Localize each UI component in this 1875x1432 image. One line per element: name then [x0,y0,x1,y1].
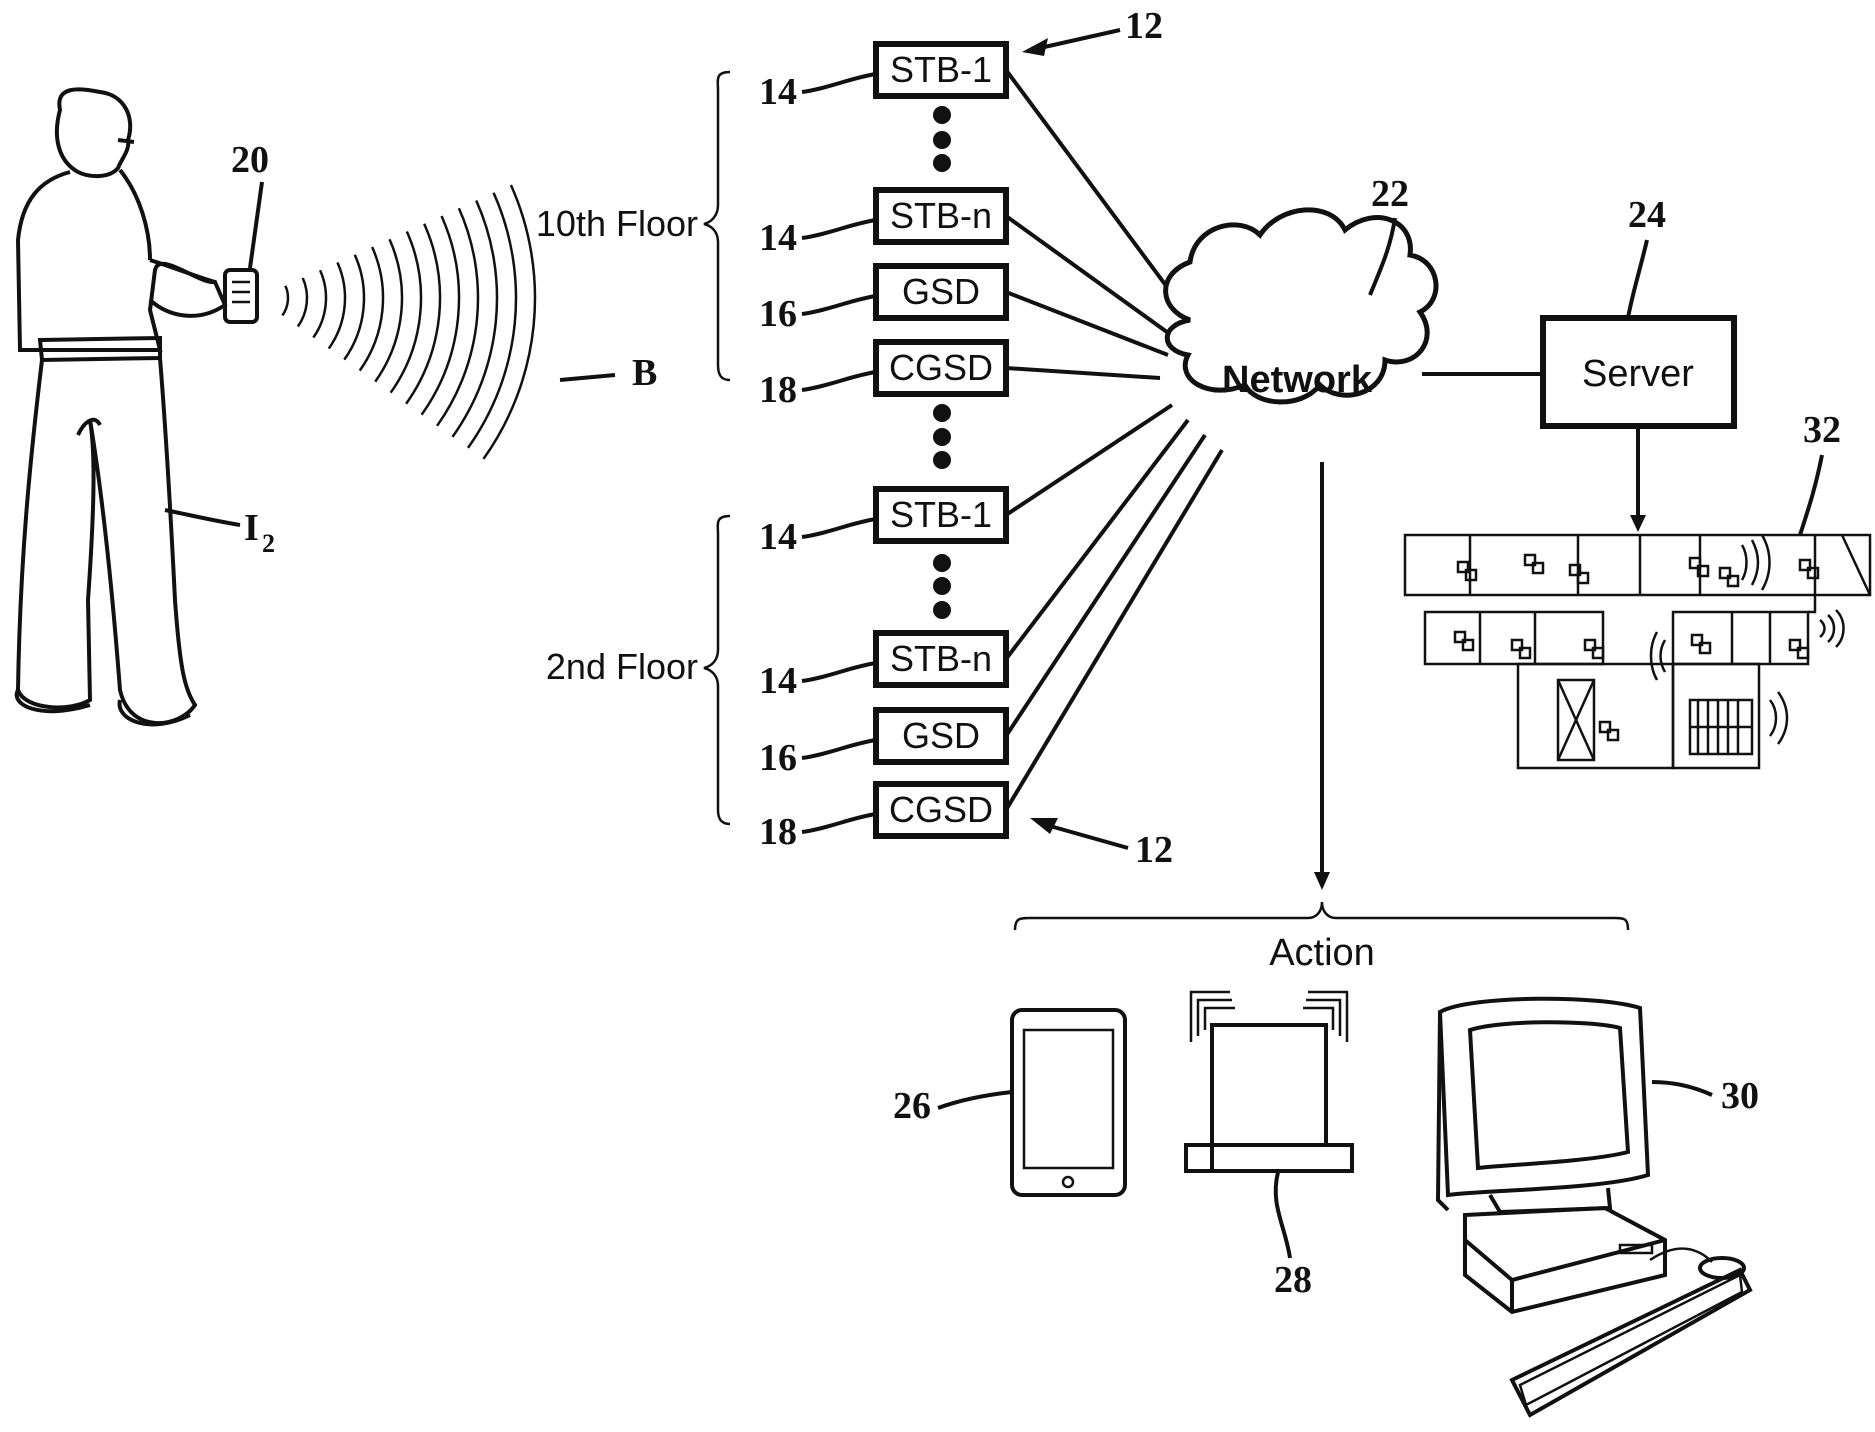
beam-arc [313,270,326,337]
ellipsis-dot [933,131,951,149]
ref-handheld: 20 [231,139,269,181]
tablet-leader-line [938,1092,1012,1108]
device-ref: 14 [759,516,797,558]
ellipsis-dot [933,154,951,172]
device-network-link [1006,292,1168,355]
device-ref: 14 [759,660,797,702]
device-ref-leader [802,663,876,681]
beam-arc [468,193,516,448]
device-label: GSD [902,715,980,756]
beam-arc [453,201,497,437]
device-ref: 18 [759,811,797,853]
beam-arc [329,263,345,349]
action-brace [1015,902,1628,930]
device-network-link [1006,405,1172,515]
ellipsis-dot [933,428,951,446]
device-ref-leader [802,814,876,832]
ref-computer: 30 [1721,1075,1759,1117]
ref-server: 24 [1628,194,1666,236]
server-leader-line [1628,240,1647,318]
person-figure [17,89,225,724]
ref-tablet: 26 [893,1085,931,1127]
desktop-computer-icon [1438,999,1750,1415]
device-ref-leader [802,74,876,92]
beam-arc [298,278,307,326]
beam-arc [406,224,440,404]
brace-top [704,72,730,380]
brace-bottom [704,516,730,824]
network-links [1006,70,1222,810]
arrow-head-floorplan [1630,515,1646,532]
ref-pager: 28 [1274,1259,1312,1301]
device-label: CGSD [889,789,993,830]
floorplan-leader-line [1800,455,1822,535]
device-label: STB-1 [890,494,992,535]
person-leader-line [165,510,240,525]
handheld-device-icon [225,270,257,322]
ellipsis-dot [933,554,951,572]
device-ref-leader [802,372,876,390]
device-label: GSD [902,271,980,312]
device-network-link [1006,435,1205,736]
group-bottom-leader [1050,826,1128,848]
ellipsis-dot [933,577,951,595]
pager-icon [1186,992,1352,1171]
device-ref-leader [802,740,876,758]
device-ref-leader [802,220,876,238]
computer-leader-line [1652,1082,1712,1095]
device-label: CGSD [889,347,993,388]
ref-floorplan: 32 [1803,409,1841,451]
device-ref: 18 [759,369,797,411]
beam-arc [375,239,402,381]
device-ref-leader [802,296,876,314]
ellipsis-dot [933,404,951,422]
ellipsis-dot [933,451,951,469]
beam-arc [483,185,535,459]
floor-label-top: 10th Floor [536,203,698,244]
device-ref-leader [802,519,876,537]
ref-network: 22 [1371,173,1409,215]
server-label: Server [1582,353,1694,395]
device-network-link [1006,216,1178,340]
ref-group-bottom: 12 [1135,829,1173,871]
beam-arc [344,255,364,360]
device-list: STB-114STB-n14GSD16CGSD18STB-114STB-n14G… [759,44,1006,853]
tablet-icon [1012,1010,1125,1195]
arrow-head-action [1314,872,1330,890]
arrow-head-bottom [1030,818,1058,834]
device-ref: 14 [759,71,797,113]
ref-person-sub: 2 [262,529,275,558]
device-ref: 16 [759,293,797,335]
floorplan-room-markers [1455,555,1818,740]
ellipsis-dot [933,106,951,124]
arrow-head-top [1022,38,1048,56]
pager-leader-line [1276,1172,1290,1258]
device-label: STB-1 [890,49,992,90]
ref-person: I [244,507,259,549]
beam-leader-line [560,375,615,380]
device-label: STB-n [890,195,992,236]
device-ref: 14 [759,217,797,259]
ref-beam: B [632,352,657,394]
beam-arc [282,286,288,316]
ellipsis-dot [933,601,951,619]
signal-beam-icon [282,185,535,459]
device-ref: 16 [759,737,797,779]
device-network-link [1006,368,1160,378]
group-top-leader [1040,30,1120,48]
network-label: Network [1222,359,1373,401]
device-label: STB-n [890,638,992,679]
action-label: Action [1269,932,1375,974]
device-network-link [1006,450,1222,810]
handheld-leader-line [250,182,262,268]
ref-group-top: 12 [1125,5,1163,47]
floor-label-bottom: 2nd Floor [546,646,698,687]
